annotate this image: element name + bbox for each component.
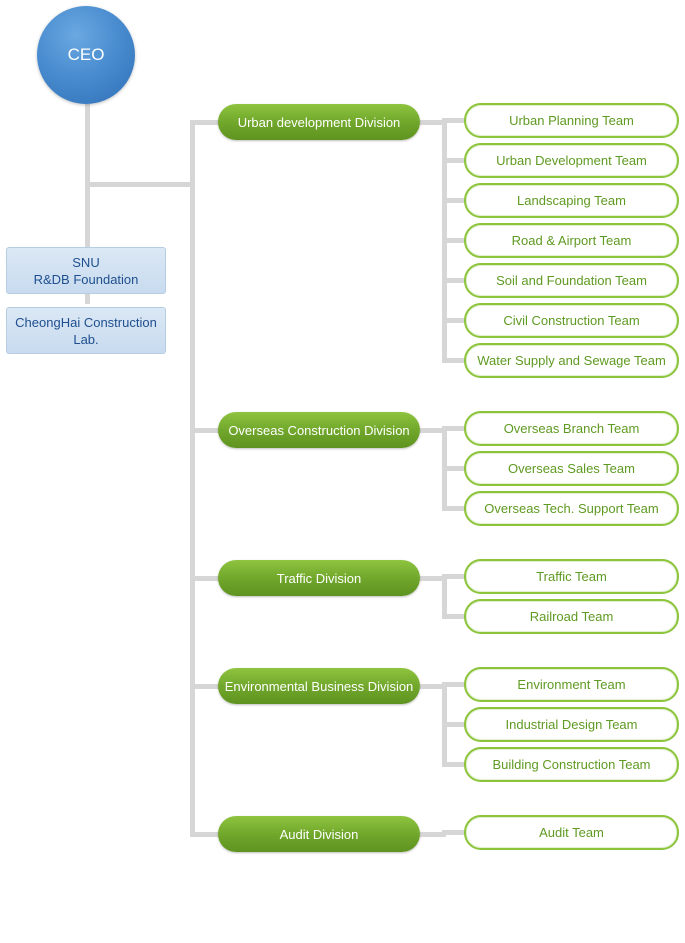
- bracket-to-team-line: [442, 574, 466, 579]
- team-label: Road & Airport Team: [511, 233, 632, 248]
- bus-to-division-line: [190, 120, 220, 125]
- team-bracket-line: [442, 574, 447, 618]
- bracket-to-team-line: [442, 762, 466, 767]
- bracket-to-team-line: [442, 118, 466, 123]
- bracket-to-team-line: [442, 722, 466, 727]
- team-pill[interactable]: Urban Development Team: [464, 143, 679, 178]
- team-label: Landscaping Team: [517, 193, 626, 208]
- division-to-teams-line: [420, 684, 446, 689]
- team-label: Overseas Sales Team: [508, 461, 635, 476]
- affiliate-snu-line1: SNU: [72, 254, 100, 270]
- division-label: Overseas Construction Division: [228, 422, 410, 438]
- team-label: Overseas Branch Team: [503, 421, 640, 436]
- team-label: Industrial Design Team: [505, 717, 638, 732]
- team-label: Railroad Team: [529, 609, 614, 624]
- team-label: Urban Planning Team: [509, 113, 634, 128]
- bracket-to-team-line: [442, 158, 466, 163]
- division-label: Environmental Business Division: [224, 678, 414, 694]
- team-pill[interactable]: Urban Planning Team: [464, 103, 679, 138]
- team-pill[interactable]: Water Supply and Sewage Team: [464, 343, 679, 378]
- ceo-to-bus-line: [85, 182, 195, 187]
- team-pill[interactable]: Railroad Team: [464, 599, 679, 634]
- bus-to-division-line: [190, 576, 220, 581]
- division-to-teams-line: [420, 832, 446, 837]
- team-label: Overseas Tech. Support Team: [484, 501, 659, 516]
- division-to-teams-line: [420, 120, 446, 125]
- team-label: Urban Development Team: [496, 153, 647, 168]
- team-pill[interactable]: Civil Construction Team: [464, 303, 679, 338]
- team-label: Audit Team: [539, 825, 604, 840]
- affiliate-snu: SNU R&DB Foundation: [6, 247, 166, 294]
- team-pill[interactable]: Overseas Tech. Support Team: [464, 491, 679, 526]
- affiliate-cheonghai-line1: CheongHai Construction: [15, 314, 157, 330]
- division-to-teams-line: [420, 576, 446, 581]
- affiliate-snu-line2: R&DB Foundation: [33, 271, 139, 287]
- team-label: Building Construction Team: [492, 757, 651, 772]
- bracket-to-team-line: [442, 318, 466, 323]
- bracket-to-team-line: [442, 426, 466, 431]
- bracket-to-team-line: [442, 506, 466, 511]
- team-label: Environment Team: [517, 677, 626, 692]
- team-pill[interactable]: Traffic Team: [464, 559, 679, 594]
- team-pill[interactable]: Overseas Branch Team: [464, 411, 679, 446]
- bus-to-division-line: [190, 684, 220, 689]
- bus-to-division-line: [190, 428, 220, 433]
- team-label: Traffic Team: [536, 569, 607, 584]
- ceo-label: CEO: [67, 45, 105, 64]
- team-pill[interactable]: Environment Team: [464, 667, 679, 702]
- bracket-to-team-line: [442, 358, 466, 363]
- division-0[interactable]: Urban development Division: [218, 104, 420, 140]
- affiliate-cheonghai-line2: Lab.: [73, 331, 99, 347]
- bracket-to-team-line: [442, 198, 466, 203]
- team-pill[interactable]: Road & Airport Team: [464, 223, 679, 258]
- ceo-node: CEO: [37, 6, 135, 104]
- team-pill[interactable]: Building Construction Team: [464, 747, 679, 782]
- division-4[interactable]: Audit Division: [218, 816, 420, 852]
- bracket-to-team-line: [442, 682, 466, 687]
- division-to-teams-line: [420, 428, 446, 433]
- division-label: Urban development Division: [237, 114, 401, 130]
- bracket-to-team-line: [442, 830, 466, 835]
- bus-to-division-line: [190, 832, 220, 837]
- team-pill[interactable]: Industrial Design Team: [464, 707, 679, 742]
- bracket-to-team-line: [442, 238, 466, 243]
- division-label: Audit Division: [279, 826, 359, 842]
- bracket-to-team-line: [442, 278, 466, 283]
- bracket-to-team-line: [442, 466, 466, 471]
- team-label: Soil and Foundation Team: [496, 273, 647, 288]
- team-label: Water Supply and Sewage Team: [477, 353, 666, 368]
- team-pill[interactable]: Landscaping Team: [464, 183, 679, 218]
- division-3[interactable]: Environmental Business Division: [218, 668, 420, 704]
- division-1[interactable]: Overseas Construction Division: [218, 412, 420, 448]
- team-label: Civil Construction Team: [503, 313, 640, 328]
- bracket-to-team-line: [442, 614, 466, 619]
- division-bus-line: [190, 120, 195, 836]
- team-pill[interactable]: Overseas Sales Team: [464, 451, 679, 486]
- team-pill[interactable]: Soil and Foundation Team: [464, 263, 679, 298]
- division-label: Traffic Division: [276, 570, 362, 586]
- affiliate-cheonghai: CheongHai Construction Lab.: [6, 307, 166, 354]
- team-pill[interactable]: Audit Team: [464, 815, 679, 850]
- ceo-trunk-line: [85, 104, 90, 304]
- division-2[interactable]: Traffic Division: [218, 560, 420, 596]
